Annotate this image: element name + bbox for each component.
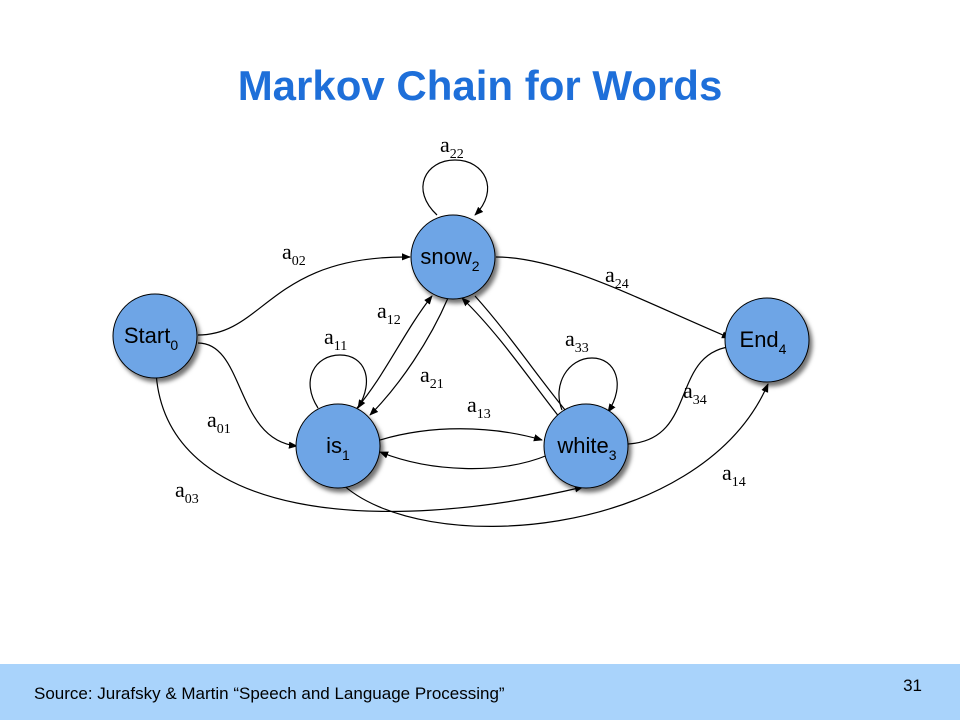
label-a14: a14 bbox=[722, 460, 746, 490]
edge-a14 bbox=[339, 383, 769, 528]
edge-a23 bbox=[474, 295, 571, 417]
edge-a02 bbox=[197, 253, 411, 336]
node-start-label: Start0 bbox=[124, 323, 178, 353]
node-start: Start0 bbox=[112, 293, 198, 379]
label-a33: a33 bbox=[565, 326, 589, 356]
edge-a13 bbox=[379, 428, 543, 442]
edges bbox=[155, 159, 769, 528]
label-a12: a12 bbox=[377, 298, 401, 328]
edge-labels: a22 a02 a24 a12 a11 a21 a33 a13 a01 a34 … bbox=[175, 132, 746, 507]
edge-a21 bbox=[369, 297, 449, 416]
nodes: Start0 snow2 is1 white3 End4 bbox=[112, 214, 810, 489]
node-snow-circle bbox=[410, 214, 496, 300]
node-is-label: is1 bbox=[326, 433, 350, 463]
edge-a31 bbox=[379, 451, 549, 470]
label-a24: a24 bbox=[605, 262, 629, 292]
node-snow-label: snow2 bbox=[420, 244, 479, 274]
node-white-circle bbox=[543, 403, 629, 489]
edge-a32 bbox=[461, 297, 561, 419]
edge-a22 bbox=[422, 159, 488, 216]
footer-bar: Source: Jurafsky & Martin “Speech and La… bbox=[0, 664, 960, 720]
label-a01: a01 bbox=[207, 407, 231, 437]
label-a11: a11 bbox=[324, 324, 347, 354]
edge-a12 bbox=[356, 295, 433, 409]
node-is-circle bbox=[295, 403, 381, 489]
slide-title: Markov Chain for Words bbox=[237, 62, 723, 109]
node-snow: snow2 bbox=[410, 214, 496, 300]
edge-a11 bbox=[309, 354, 367, 409]
source-citation: Source: Jurafsky & Martin “Speech and La… bbox=[34, 684, 505, 703]
label-a22: a22 bbox=[440, 132, 464, 162]
edge-a03 bbox=[155, 371, 584, 513]
label-a02: a02 bbox=[282, 239, 306, 269]
node-start-circle bbox=[112, 293, 198, 379]
edge-a33 bbox=[558, 357, 618, 413]
label-a13: a13 bbox=[467, 392, 491, 422]
node-end-label: End4 bbox=[740, 327, 787, 357]
edge-a24 bbox=[495, 256, 731, 339]
label-a21: a21 bbox=[420, 362, 444, 392]
markov-chain-diagram: a22 a02 a24 a12 a11 a21 a33 a13 a01 a34 … bbox=[112, 132, 810, 528]
edge-a34 bbox=[627, 342, 737, 445]
node-white: white3 bbox=[543, 403, 629, 489]
page-number: 31 bbox=[903, 676, 922, 695]
node-end: End4 bbox=[724, 297, 810, 383]
node-white-label: white3 bbox=[556, 433, 616, 463]
label-a03: a03 bbox=[175, 477, 199, 507]
node-end-circle bbox=[724, 297, 810, 383]
node-is: is1 bbox=[295, 403, 381, 489]
edge-a01 bbox=[197, 342, 298, 449]
label-a34: a34 bbox=[683, 378, 707, 408]
